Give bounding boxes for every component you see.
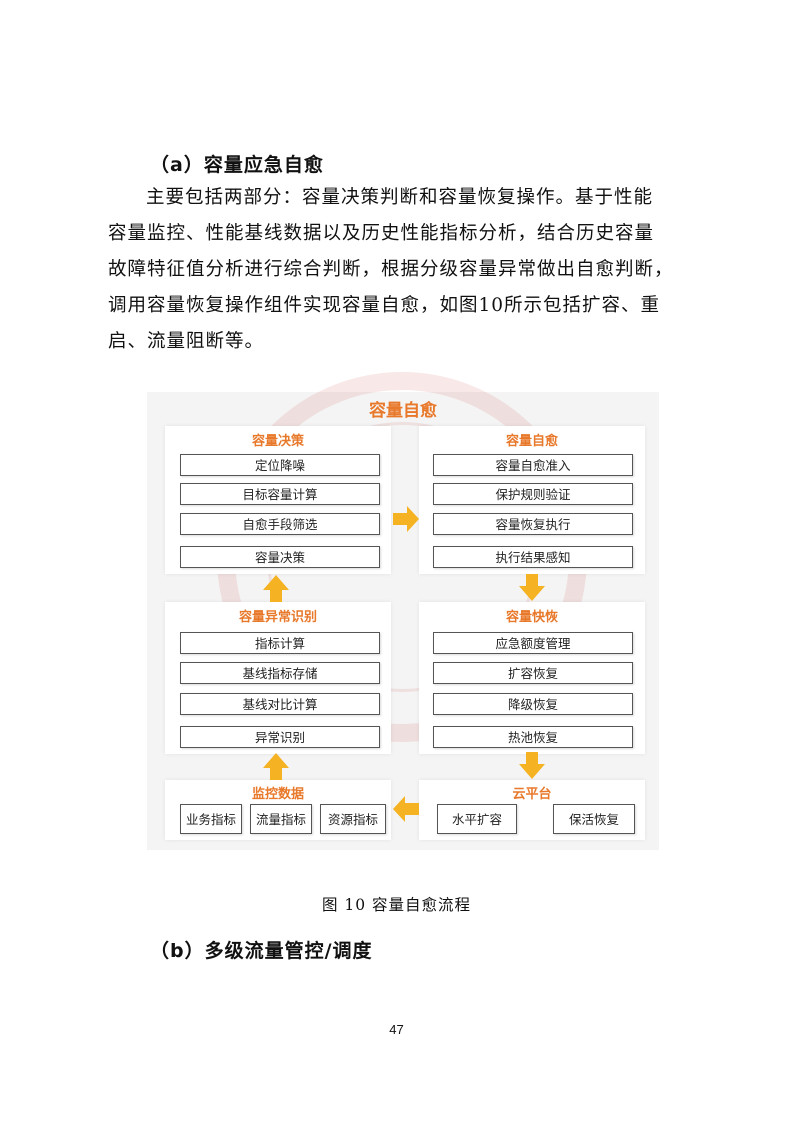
arrow-down-icon bbox=[519, 574, 545, 601]
section-b-heading: （b）多级流量管控/调度 bbox=[150, 940, 373, 962]
panel-anomaly-title: 容量异常识别 bbox=[238, 610, 317, 625]
panel-anomaly: 容量异常识别 指标计算 基线指标存储 基线对比计算 异常识别 bbox=[165, 602, 391, 754]
box-keepalive-recovery: 保活恢复 bbox=[553, 804, 635, 834]
box-baseline-storage: 基线指标存储 bbox=[180, 662, 380, 684]
box-means-filter: 自愈手段筛选 bbox=[180, 513, 380, 535]
box-selfheal-admission: 容量自愈准入 bbox=[433, 454, 633, 476]
box-scale-recovery: 扩容恢复 bbox=[433, 662, 633, 684]
section-a-heading: （a）容量应急自愈 bbox=[150, 154, 324, 176]
box-traffic-metric: 流量指标 bbox=[250, 804, 312, 834]
box-business-metric: 业务指标 bbox=[180, 804, 242, 834]
panel-selfheal: 容量自愈 容量自愈准入 保护规则验证 容量恢复执行 执行结果感知 bbox=[419, 426, 645, 574]
panel-decision: 容量决策 定位降噪 目标容量计算 自愈手段筛选 容量决策 bbox=[165, 426, 391, 574]
box-resource-metric: 资源指标 bbox=[320, 804, 386, 834]
box-quota-mgmt: 应急额度管理 bbox=[433, 632, 633, 654]
figure-title: 容量自愈 bbox=[369, 401, 437, 421]
box-result-perception: 执行结果感知 bbox=[433, 546, 633, 568]
paragraph-line: 主要包括两部分：容量决策判断和容量恢复操作。基于性能 bbox=[146, 187, 654, 208]
box-capacity-decision: 容量决策 bbox=[180, 546, 380, 568]
paragraph-line: 调用容量恢复操作组件实现容量自愈，如图10所示包括扩容、重 bbox=[108, 295, 661, 316]
arrow-up-icon bbox=[263, 575, 289, 602]
panel-recovery-title: 容量快恢 bbox=[505, 610, 558, 625]
panel-monitor-title: 监控数据 bbox=[251, 787, 304, 802]
self-heal-figure: 容量自愈 容量决策 定位降噪 目标容量计算 自愈手段筛选 容量决策 容量自愈 容… bbox=[147, 372, 659, 850]
box-locate-denoise: 定位降噪 bbox=[180, 454, 380, 476]
panel-cloud-title: 云平台 bbox=[512, 787, 552, 802]
figure-caption: 图 10 容量自愈流程 bbox=[321, 896, 472, 914]
panel-recovery: 容量快恢 应急额度管理 扩容恢复 降级恢复 热池恢复 bbox=[419, 602, 645, 754]
box-hotpool-recovery: 热池恢复 bbox=[433, 726, 633, 748]
box-horizontal-scale: 水平扩容 bbox=[437, 804, 517, 834]
arrow-down-icon bbox=[519, 752, 545, 779]
paragraph-line: 故障特征值分析进行综合判断，根据分级容量异常做出自愈判断， bbox=[108, 259, 674, 280]
arrow-right-icon bbox=[393, 506, 419, 532]
paragraph: 主要包括两部分：容量决策判断和容量恢复操作。基于性能 容量监控、性能基线数据以及… bbox=[108, 180, 698, 360]
page-number: 47 bbox=[389, 1022, 404, 1037]
box-degrade-recovery: 降级恢复 bbox=[433, 693, 633, 715]
paragraph-line: 启、流量阻断等。 bbox=[108, 331, 265, 352]
arrow-left-icon bbox=[393, 796, 419, 822]
box-target-capacity: 目标容量计算 bbox=[180, 483, 380, 505]
box-rule-validation: 保护规则验证 bbox=[433, 483, 633, 505]
panel-decision-title: 容量决策 bbox=[251, 434, 304, 449]
panel-monitor: 监控数据 业务指标 流量指标 资源指标 bbox=[165, 780, 391, 840]
box-anomaly-identify: 异常识别 bbox=[180, 726, 380, 748]
box-metric-calc: 指标计算 bbox=[180, 632, 380, 654]
paragraph-line: 容量监控、性能基线数据以及历史性能指标分析，结合历史容量 bbox=[108, 223, 655, 244]
panel-cloud: 云平台 水平扩容 保活恢复 bbox=[419, 780, 645, 840]
panel-selfheal-title: 容量自愈 bbox=[505, 434, 558, 449]
box-recovery-exec: 容量恢复执行 bbox=[433, 513, 633, 535]
arrow-up-icon bbox=[263, 753, 289, 780]
box-baseline-compare: 基线对比计算 bbox=[180, 693, 380, 715]
